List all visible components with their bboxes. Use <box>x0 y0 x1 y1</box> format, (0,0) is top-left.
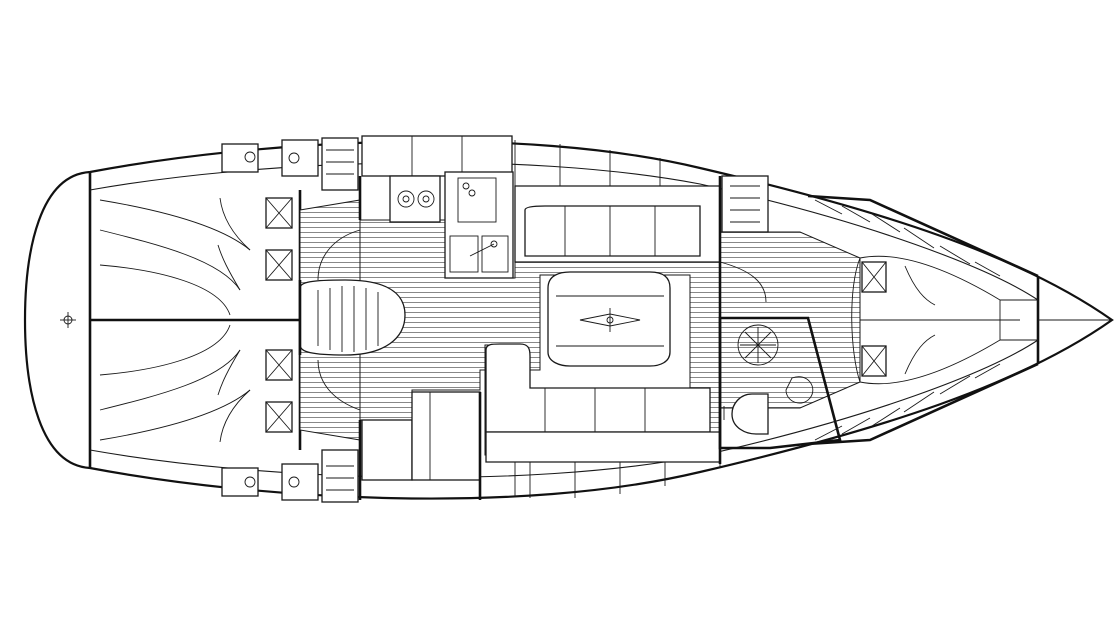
sink-counter <box>444 171 514 279</box>
stove <box>389 175 441 223</box>
shower-drain <box>737 324 779 366</box>
companionway <box>298 279 406 356</box>
sink-right <box>481 235 509 273</box>
aft-cabins <box>90 137 359 503</box>
head-compartment <box>718 175 842 464</box>
sink-left <box>449 235 479 273</box>
nav-station <box>358 391 482 500</box>
door-swings <box>317 229 767 411</box>
washbasin <box>785 376 814 404</box>
saloon-settee-starboard <box>485 343 721 498</box>
galley <box>358 135 514 279</box>
toilet-icon <box>731 393 769 435</box>
saloon-settee-port <box>514 140 721 263</box>
saloon-table <box>547 271 671 367</box>
forward-cabin <box>807 194 1040 446</box>
